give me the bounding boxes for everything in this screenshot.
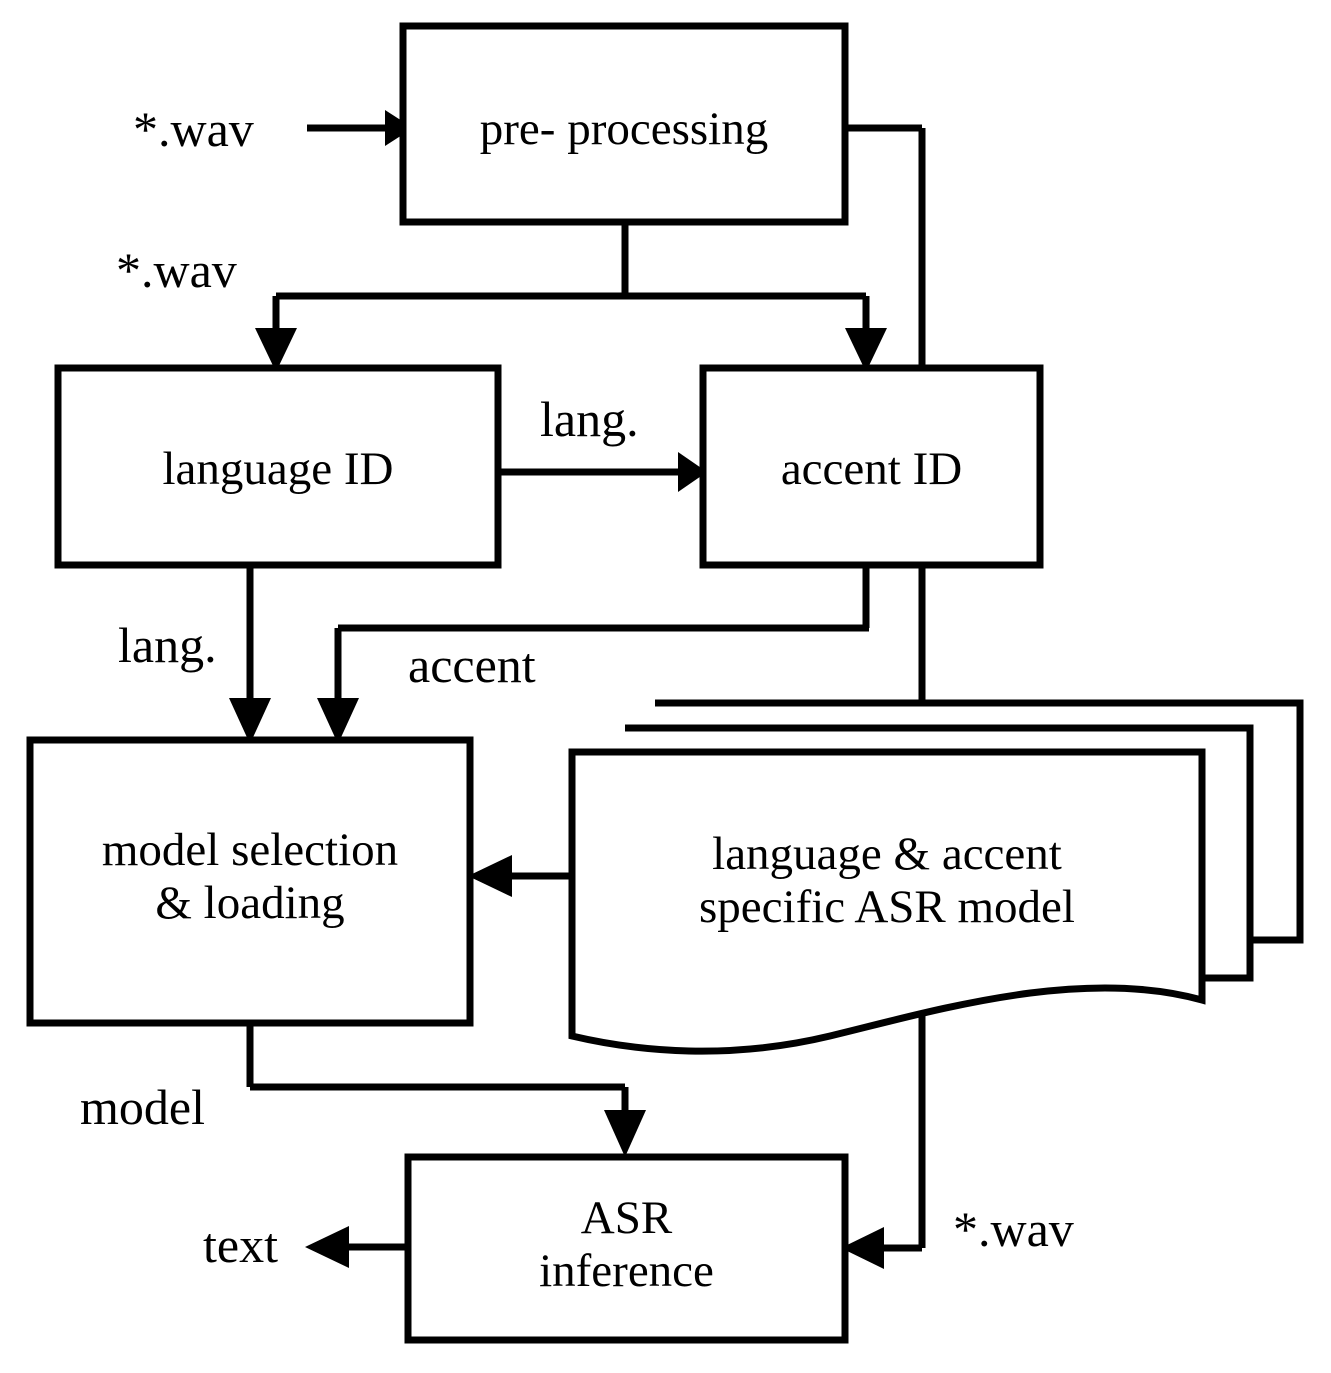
node-accent-id <box>699 364 1044 569</box>
edge-modelsel-to-asrinference <box>246 1023 646 1157</box>
edge-accentid-to-modelsel <box>317 565 870 744</box>
edge-langid-to-accentid <box>498 452 707 492</box>
node-model-selection-loading <box>26 736 474 1027</box>
node-language-id <box>54 364 502 569</box>
edge-langid-to-modelsel <box>229 565 271 744</box>
node-pre-processing <box>399 22 849 226</box>
edge-preprocessing-to-asrinference <box>841 124 926 1269</box>
node-asr-inference <box>404 1153 849 1344</box>
edge-preprocessing-split <box>255 222 887 372</box>
edge-wav-to-preprocessing <box>307 110 413 146</box>
edge-asrmodel-to-modelsel <box>468 855 572 897</box>
asr-model-stack-layer-front <box>568 748 1206 1055</box>
edge-asrinference-to-text <box>305 1226 408 1268</box>
